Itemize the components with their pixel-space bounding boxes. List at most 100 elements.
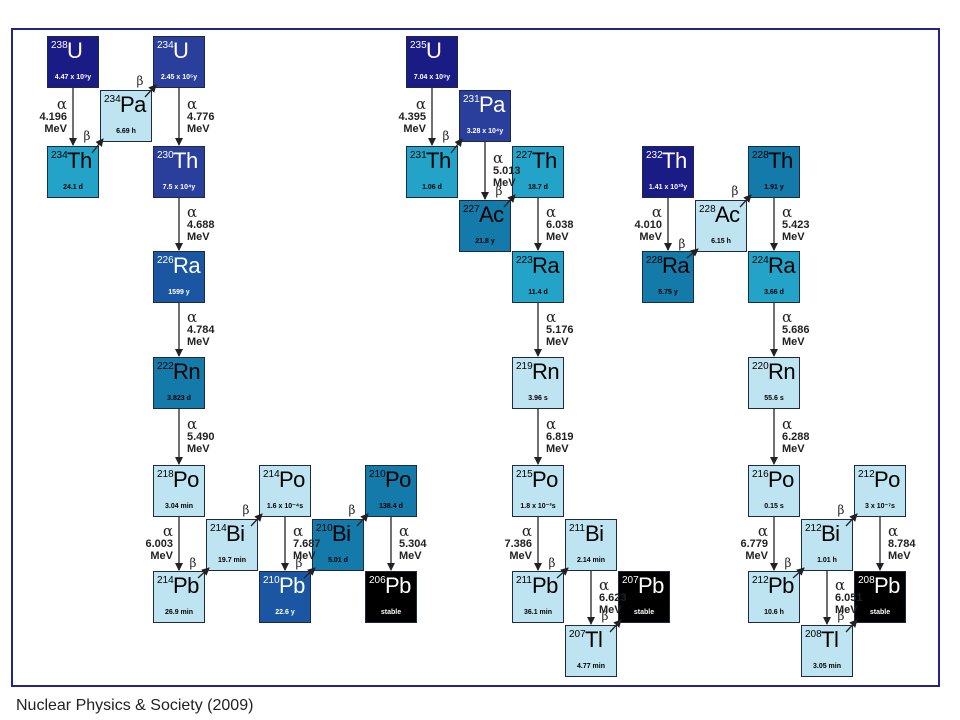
alpha-energy: 5.490 bbox=[187, 431, 215, 443]
half-life: 1.91 y bbox=[764, 184, 784, 191]
element-symbol: Bi bbox=[332, 521, 351, 546]
alpha-energy: 8.784 bbox=[888, 538, 916, 550]
mass-number: 234 bbox=[51, 150, 68, 161]
half-life: 21.8 y bbox=[475, 238, 495, 245]
element-symbol: Tl bbox=[821, 627, 839, 652]
element-symbol: Th bbox=[532, 148, 557, 173]
beta-label-bi212: β bbox=[837, 503, 845, 517]
half-life: stable bbox=[869, 609, 891, 616]
alpha-energy-unit: MeV bbox=[187, 336, 210, 348]
alpha-symbol: α bbox=[162, 522, 173, 540]
alpha-energy-unit: MeV bbox=[187, 230, 210, 243]
alpha-energy-unit: MeV bbox=[293, 550, 316, 562]
mass-number: 238 bbox=[51, 40, 68, 51]
mass-number: 215 bbox=[516, 469, 533, 480]
element-symbol: Tl bbox=[585, 627, 603, 652]
half-life: 5.01 d bbox=[328, 557, 348, 564]
alpha-energy: 6.051 bbox=[835, 592, 863, 604]
half-life: 55.6 s bbox=[764, 395, 784, 402]
alpha-energy-unit: MeV bbox=[835, 604, 858, 616]
alpha-energy-unit: MeV bbox=[782, 336, 805, 348]
mass-number: 218 bbox=[157, 469, 174, 480]
alpha-symbol: α bbox=[415, 95, 426, 113]
element-symbol: Th bbox=[662, 148, 687, 173]
half-life: 4.77 min bbox=[576, 663, 605, 670]
alpha-symbol: α bbox=[651, 202, 662, 221]
element-symbol: Ra bbox=[173, 253, 201, 278]
half-life: 3.96 s bbox=[528, 395, 548, 402]
alpha-symbol: α bbox=[888, 522, 899, 540]
alpha-energy-unit: MeV bbox=[639, 230, 662, 243]
alpha-energy-unit: MeV bbox=[888, 550, 911, 562]
element-symbol: Ra bbox=[768, 253, 796, 278]
mass-number: 228 bbox=[646, 255, 663, 266]
half-life: 24.1 d bbox=[63, 184, 83, 191]
element-symbol: Po bbox=[768, 467, 794, 492]
element-symbol: Ac bbox=[479, 202, 504, 227]
element-symbol: U bbox=[67, 38, 83, 63]
element-symbol: Bi bbox=[585, 521, 604, 546]
alpha-energy-unit: MeV bbox=[403, 123, 426, 135]
beta-label-tl207: β bbox=[601, 609, 609, 623]
mass-number: 223 bbox=[516, 255, 533, 266]
half-life: 6.15 h bbox=[711, 238, 731, 245]
half-life: stable bbox=[633, 609, 655, 616]
alpha-energy-unit: MeV bbox=[599, 604, 622, 616]
element-symbol: U bbox=[173, 38, 189, 63]
element-symbol: Pb bbox=[768, 573, 794, 598]
beta-label-pb211: β bbox=[548, 556, 556, 570]
half-life: 19.7 min bbox=[217, 557, 246, 564]
alpha-symbol: α bbox=[546, 308, 557, 326]
element-symbol: Th bbox=[768, 148, 793, 173]
mass-number: 216 bbox=[752, 469, 769, 480]
beta-label-bi214: β bbox=[242, 503, 250, 517]
alpha-energy: 5.304 bbox=[399, 538, 427, 550]
mass-number: 231 bbox=[463, 94, 480, 105]
mass-number: 214 bbox=[210, 523, 227, 534]
mass-number: 234 bbox=[157, 40, 174, 51]
beta-label-pb210: β bbox=[295, 556, 303, 570]
mass-number: 207 bbox=[622, 575, 639, 586]
beta-label-ac228: β bbox=[731, 184, 739, 198]
alpha-symbol: α bbox=[757, 522, 768, 540]
mass-number: 227 bbox=[516, 150, 533, 161]
mass-number: 212 bbox=[858, 469, 875, 480]
element-symbol: Th bbox=[426, 148, 451, 173]
mass-number: 208 bbox=[805, 629, 822, 640]
alpha-energy-unit: MeV bbox=[546, 336, 569, 348]
alpha-symbol: α bbox=[599, 576, 610, 594]
element-symbol: Ac bbox=[715, 202, 740, 227]
half-life: 7.04 x 10⁸y bbox=[413, 74, 451, 81]
element-symbol: Po bbox=[173, 467, 199, 492]
alpha-symbol: α bbox=[835, 576, 846, 594]
element-symbol: Pb bbox=[173, 573, 199, 598]
beta-label-th234: β bbox=[83, 129, 91, 143]
mass-number: 228 bbox=[752, 150, 769, 161]
mass-number: 210 bbox=[263, 575, 280, 586]
alpha-energy: 5.423 bbox=[782, 218, 810, 231]
mass-number: 231 bbox=[410, 150, 427, 161]
